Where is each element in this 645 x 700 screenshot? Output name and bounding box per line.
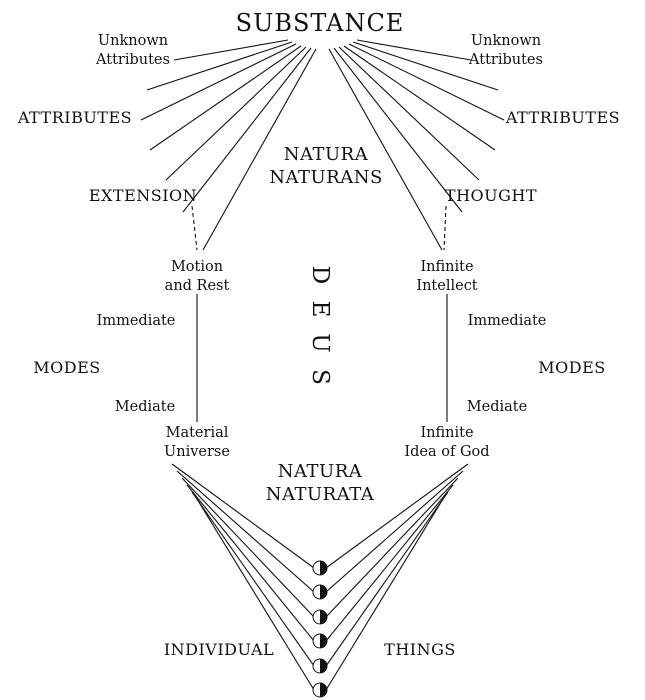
label-immediate-right: Immediate [467, 313, 547, 329]
label-infinite-idea-of-god: Infinite Idea of God [404, 425, 490, 460]
label-mediate-right: Mediate [466, 399, 528, 415]
label-infinite-intellect: Infinite Intellect [416, 259, 478, 294]
label-things: THINGS [384, 640, 456, 659]
half-filled-circle-icon [312, 658, 328, 674]
label-natura-naturata: NATURA NATURATA [265, 461, 375, 506]
half-filled-circle-icon [312, 682, 328, 698]
half-filled-circle-icon [312, 633, 328, 649]
label-immediate-left: Immediate [96, 313, 176, 329]
label-motion-and-rest: Motion and Rest [164, 259, 230, 294]
individual-things-nodes [312, 560, 328, 698]
label-modes-right: MODES [538, 358, 606, 377]
half-filled-circle-icon [312, 560, 328, 576]
label-unknown-attributes-left: Unknown Attributes [96, 33, 170, 68]
right-convergence-rays [325, 463, 469, 691]
extension-dashed-connector [191, 205, 198, 251]
left-convergence-rays [171, 463, 315, 691]
label-natura-naturans: NATURA NATURANS [269, 144, 383, 189]
label-mediate-left: Mediate [114, 399, 176, 415]
label-deus-e: E [307, 300, 333, 318]
label-modes-left: MODES [33, 358, 101, 377]
substance-right-rays [328, 39, 505, 251]
half-filled-circle-icon [312, 584, 328, 600]
substance-left-rays [140, 39, 317, 251]
half-filled-circle-icon [312, 609, 328, 625]
label-deus-s: S [307, 369, 333, 385]
label-thought: THOUGHT [444, 186, 538, 205]
label-attributes-left: ATTRIBUTES [17, 108, 133, 127]
label-substance: SUBSTANCE [235, 9, 405, 37]
label-individual: INDIVIDUAL [163, 640, 275, 659]
thought-dashed-connector [443, 205, 447, 251]
label-unknown-attributes-right: Unknown Attributes [469, 33, 543, 68]
label-deus-u: U [307, 333, 333, 353]
label-material-universe: Material Universe [164, 425, 230, 460]
label-extension: EXTENSION [88, 186, 198, 205]
label-attributes-right: ATTRIBUTES [505, 108, 621, 127]
label-deus-d: D [307, 265, 333, 285]
